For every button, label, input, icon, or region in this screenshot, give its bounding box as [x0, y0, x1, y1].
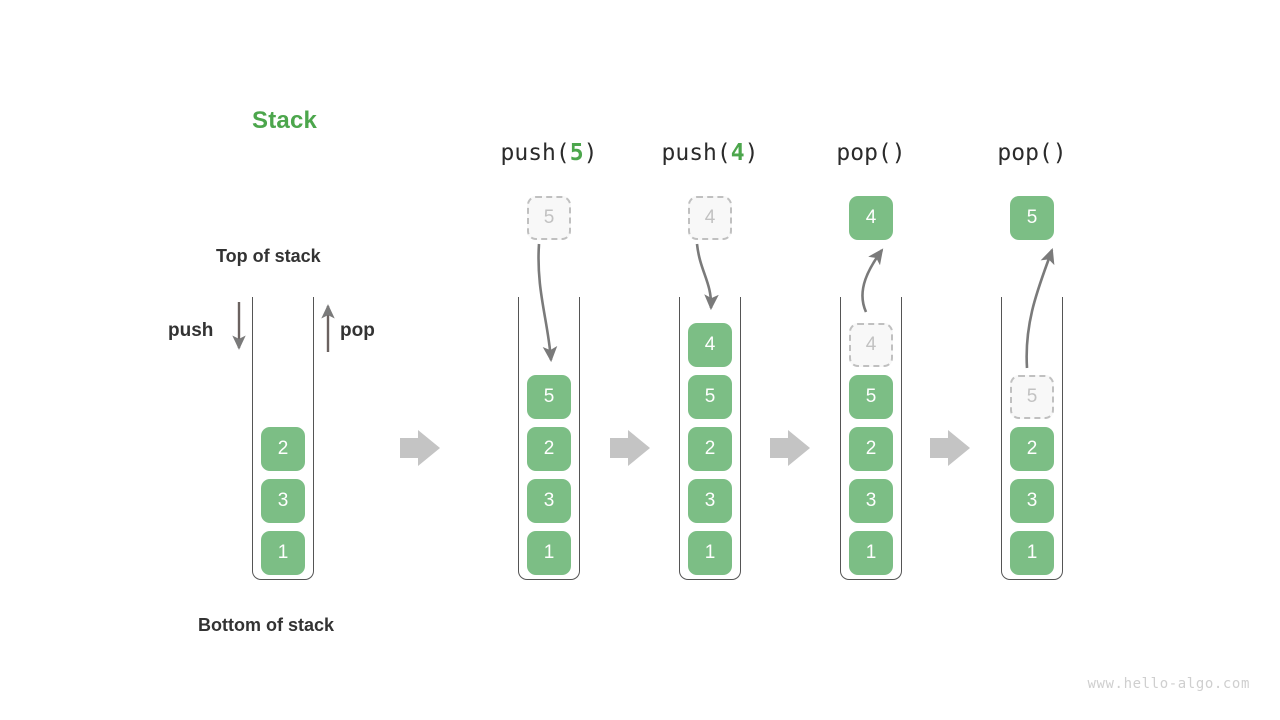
operation-label-pop-1: pop()	[786, 140, 956, 166]
stack-element-box: 3	[849, 479, 893, 523]
step-separator-arrow-icon	[610, 430, 650, 466]
step-separator-arrow-icon	[400, 430, 440, 466]
stack-element-box: 3	[688, 479, 732, 523]
incoming-element-box: 4	[688, 196, 732, 240]
stack-container-pop-1	[840, 297, 902, 580]
stack-element-box: 3	[527, 479, 571, 523]
stack-element-box: 1	[527, 531, 571, 575]
operation-label-push-4: push(4)	[625, 140, 795, 166]
operation-argument: 5	[569, 140, 584, 166]
stack-container-initial	[252, 297, 314, 580]
stack-element-box: 1	[1010, 531, 1054, 575]
stack-element-box: 3	[261, 479, 305, 523]
stack-element-box: 2	[849, 427, 893, 471]
stack-container-push-5	[518, 297, 580, 580]
stack-element-box: 2	[261, 427, 305, 471]
popped-element-box: 5	[1010, 196, 1054, 240]
pop-label: pop	[340, 320, 375, 341]
incoming-element-box: 5	[527, 196, 571, 240]
stack-element-box: 3	[1010, 479, 1054, 523]
page-title: Stack	[252, 107, 318, 134]
operation-paren: )	[583, 140, 598, 166]
operation-paren: )	[744, 140, 759, 166]
operation-name: pop(	[997, 140, 1053, 166]
stack-element-box: 5	[527, 375, 571, 419]
vacated-element-box: 5	[1010, 375, 1054, 419]
stack-element-box: 2	[527, 427, 571, 471]
stack-element-box: 1	[261, 531, 305, 575]
operation-name: pop(	[836, 140, 892, 166]
operation-label-push-5: push(5)	[464, 140, 634, 166]
stack-element-box: 4	[688, 323, 732, 367]
push-label: push	[168, 320, 214, 341]
stack-element-box: 5	[688, 375, 732, 419]
stack-element-box: 1	[849, 531, 893, 575]
top-of-stack-label: Top of stack	[216, 246, 321, 266]
stack-element-box: 2	[1010, 427, 1054, 471]
operation-paren: )	[891, 140, 906, 166]
bottom-of-stack-label: Bottom of stack	[198, 615, 335, 635]
stack-container-pop-2	[1001, 297, 1063, 580]
stack-element-box: 1	[688, 531, 732, 575]
operation-name: push(	[500, 140, 570, 166]
vacated-element-box: 4	[849, 323, 893, 367]
operation-label-pop-2: pop()	[947, 140, 1117, 166]
operation-paren: )	[1052, 140, 1067, 166]
watermark: www.hello-algo.com	[1087, 676, 1250, 692]
popped-element-box: 4	[849, 196, 893, 240]
stack-element-box: 5	[849, 375, 893, 419]
operation-name: push(	[661, 140, 731, 166]
step-separator-arrow-icon	[930, 430, 970, 466]
stack-container-push-4	[679, 297, 741, 580]
step-separator-arrow-icon	[770, 430, 810, 466]
operation-argument: 4	[730, 140, 745, 166]
stack-element-box: 2	[688, 427, 732, 471]
